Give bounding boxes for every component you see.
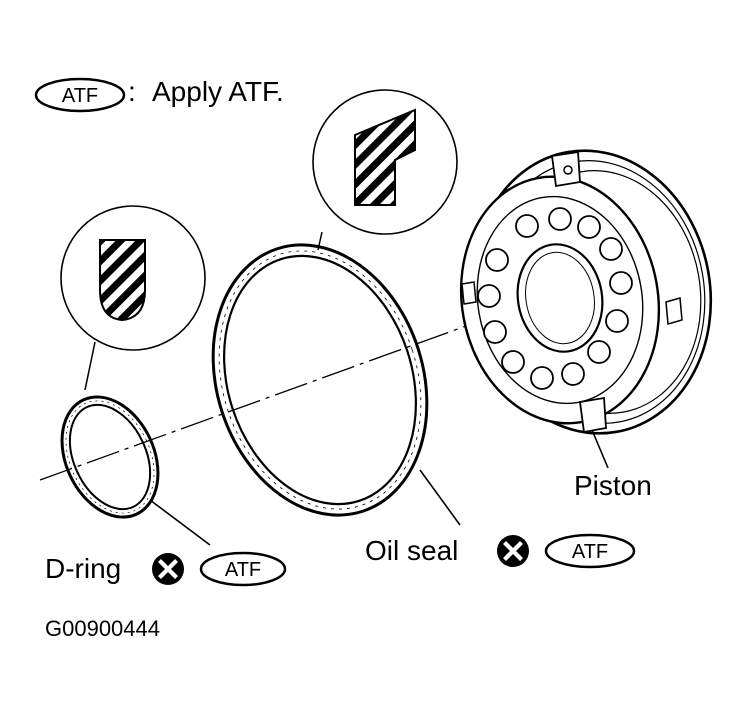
atf-symbol (34, 77, 126, 113)
piston-label: Piston (574, 470, 652, 501)
circle-x-icon (152, 553, 184, 585)
legend-description: Apply ATF. (152, 76, 284, 107)
atf-tag (199, 551, 287, 587)
piston-center-bore (516, 243, 604, 353)
d-ring (60, 395, 160, 519)
figure-id: G00900444 (45, 616, 160, 641)
hatched-section-icon (99, 239, 146, 322)
d-ring-label: D-ring (45, 553, 121, 584)
atf-tag (544, 533, 636, 569)
d-ring-leader (149, 499, 211, 546)
oil-seal-callout (312, 89, 458, 251)
legend-separator: : (128, 76, 136, 107)
legend: ATF : Apply ATF. (34, 76, 284, 113)
oil-seal-label: Oil seal (365, 535, 458, 566)
piston-pockets (477, 207, 633, 390)
piston-leader (591, 429, 609, 469)
piston (459, 149, 713, 435)
oil-seal-leader (419, 469, 461, 526)
atf-tag-text: ATF (572, 541, 608, 563)
oil-seal-ring (211, 243, 429, 517)
hatched-section-icon (354, 108, 416, 206)
atf-tag-text: ATF (225, 559, 261, 581)
oil-seal-label-group: Oil seal ATF (365, 533, 636, 569)
d-ring-label-group: D-ring ATF (45, 551, 287, 587)
d-ring-callout (60, 205, 206, 391)
atf-symbol-text: ATF (62, 85, 98, 107)
circle-x-icon (497, 535, 529, 567)
